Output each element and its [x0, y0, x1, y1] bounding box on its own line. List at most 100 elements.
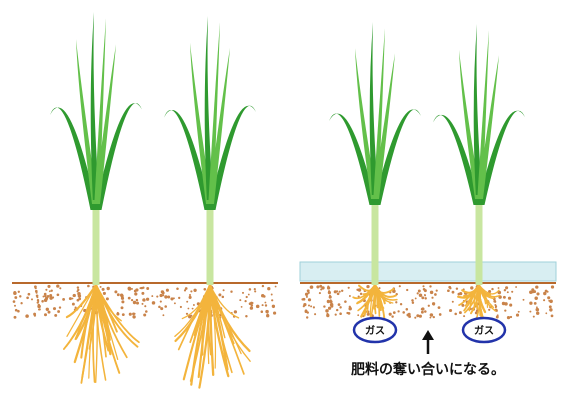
soil-dot [244, 300, 246, 302]
soil-dot [251, 302, 253, 304]
soil-dot [203, 288, 206, 291]
soil-dot [518, 311, 520, 313]
soil-dot [102, 288, 105, 291]
soil-dot [505, 286, 508, 289]
soil-dot [128, 297, 131, 300]
soil-dot [495, 306, 497, 308]
soil-dot [234, 310, 237, 313]
soil-dot [543, 299, 545, 301]
soil-dot [338, 303, 341, 306]
soil-dot [36, 292, 38, 294]
soil-dot [529, 311, 531, 313]
soil-dot [310, 285, 314, 289]
soil-dot [323, 305, 325, 307]
soil-dot [265, 304, 267, 306]
soil-dot [433, 304, 435, 306]
gas-badge-1: ガス [354, 318, 396, 342]
soil-dot [156, 296, 158, 298]
soil-dot [254, 288, 256, 290]
soil-dot [76, 290, 78, 292]
soil-dot [56, 284, 59, 287]
soil-dot [419, 294, 423, 298]
soil-dot [399, 285, 401, 287]
soil-dot [424, 297, 426, 299]
soil-dot [69, 297, 72, 300]
soil-dot [14, 305, 16, 307]
soil-dot [325, 309, 328, 312]
soil-dot [144, 305, 146, 307]
soil-dot [28, 293, 31, 296]
soil-dot [406, 313, 409, 316]
soil-dot [117, 293, 120, 296]
soil-dot [389, 313, 392, 316]
soil-dot [250, 306, 253, 309]
soil-dot [336, 290, 338, 292]
soil-dot [344, 300, 347, 303]
soil-dot [429, 285, 431, 287]
soil-dot [136, 299, 138, 301]
soil-dot [53, 307, 56, 310]
soil-dot [395, 301, 397, 303]
soil-dot [59, 306, 61, 308]
soil-dot [275, 286, 277, 288]
soil-dot [160, 301, 162, 303]
soil-dot [37, 301, 39, 303]
soil-dot [418, 290, 421, 293]
rice-plant-left-2 [164, 16, 256, 388]
soil-dot [134, 292, 137, 295]
soil-dot [438, 306, 441, 309]
soil-dot [314, 313, 316, 315]
soil-dot [25, 314, 29, 318]
soil-dot [78, 298, 81, 301]
soil-dot [417, 292, 419, 294]
soil-dot [248, 294, 250, 296]
soil-dot [164, 305, 167, 308]
soil-dot [436, 290, 438, 292]
soil-dot [339, 291, 341, 293]
soil-dot [73, 294, 76, 297]
up-arrow-icon [422, 330, 434, 354]
soil-dot [336, 309, 338, 311]
soil-dot [348, 312, 351, 315]
soil-dot [494, 304, 496, 306]
caption: 肥料の奪い合いになる。 [351, 361, 505, 378]
roots [175, 285, 250, 388]
soil-dot [37, 305, 41, 309]
soil-dot [261, 310, 264, 313]
soil-dot [143, 299, 146, 302]
soil-dot [143, 313, 146, 316]
soil-dot [357, 314, 359, 316]
soil-dot [498, 287, 500, 289]
left-panel [12, 12, 278, 388]
soil-dot [139, 287, 141, 289]
water-layer [300, 262, 556, 281]
soil-dot [249, 288, 252, 291]
soil-dot [452, 291, 455, 294]
soil-dot [121, 300, 124, 303]
soil-dot [496, 310, 498, 312]
soil-dot [193, 289, 196, 292]
soil-dot [19, 295, 21, 297]
soil-dot [78, 294, 81, 297]
soil-dot [545, 312, 547, 314]
soil-dot [162, 294, 164, 296]
soil-dot [264, 302, 266, 304]
soil-dot [448, 286, 451, 289]
soil-dot [303, 305, 305, 307]
soil-dot [186, 301, 188, 303]
leaves [329, 22, 421, 205]
soil-dot [502, 302, 505, 305]
soil-dot [162, 314, 164, 316]
soil-dot [358, 288, 361, 291]
soil-dot [459, 292, 462, 295]
soil-dot [31, 298, 33, 300]
soil-dot [121, 306, 124, 309]
soil-dot [406, 289, 408, 291]
soil-dot [146, 287, 149, 290]
soil-dot [262, 285, 264, 287]
stem [372, 195, 379, 285]
soil-dot [151, 295, 153, 297]
rice-plant-left-1 [50, 12, 142, 383]
soil-dot [328, 307, 331, 310]
soil-dot [77, 286, 79, 288]
